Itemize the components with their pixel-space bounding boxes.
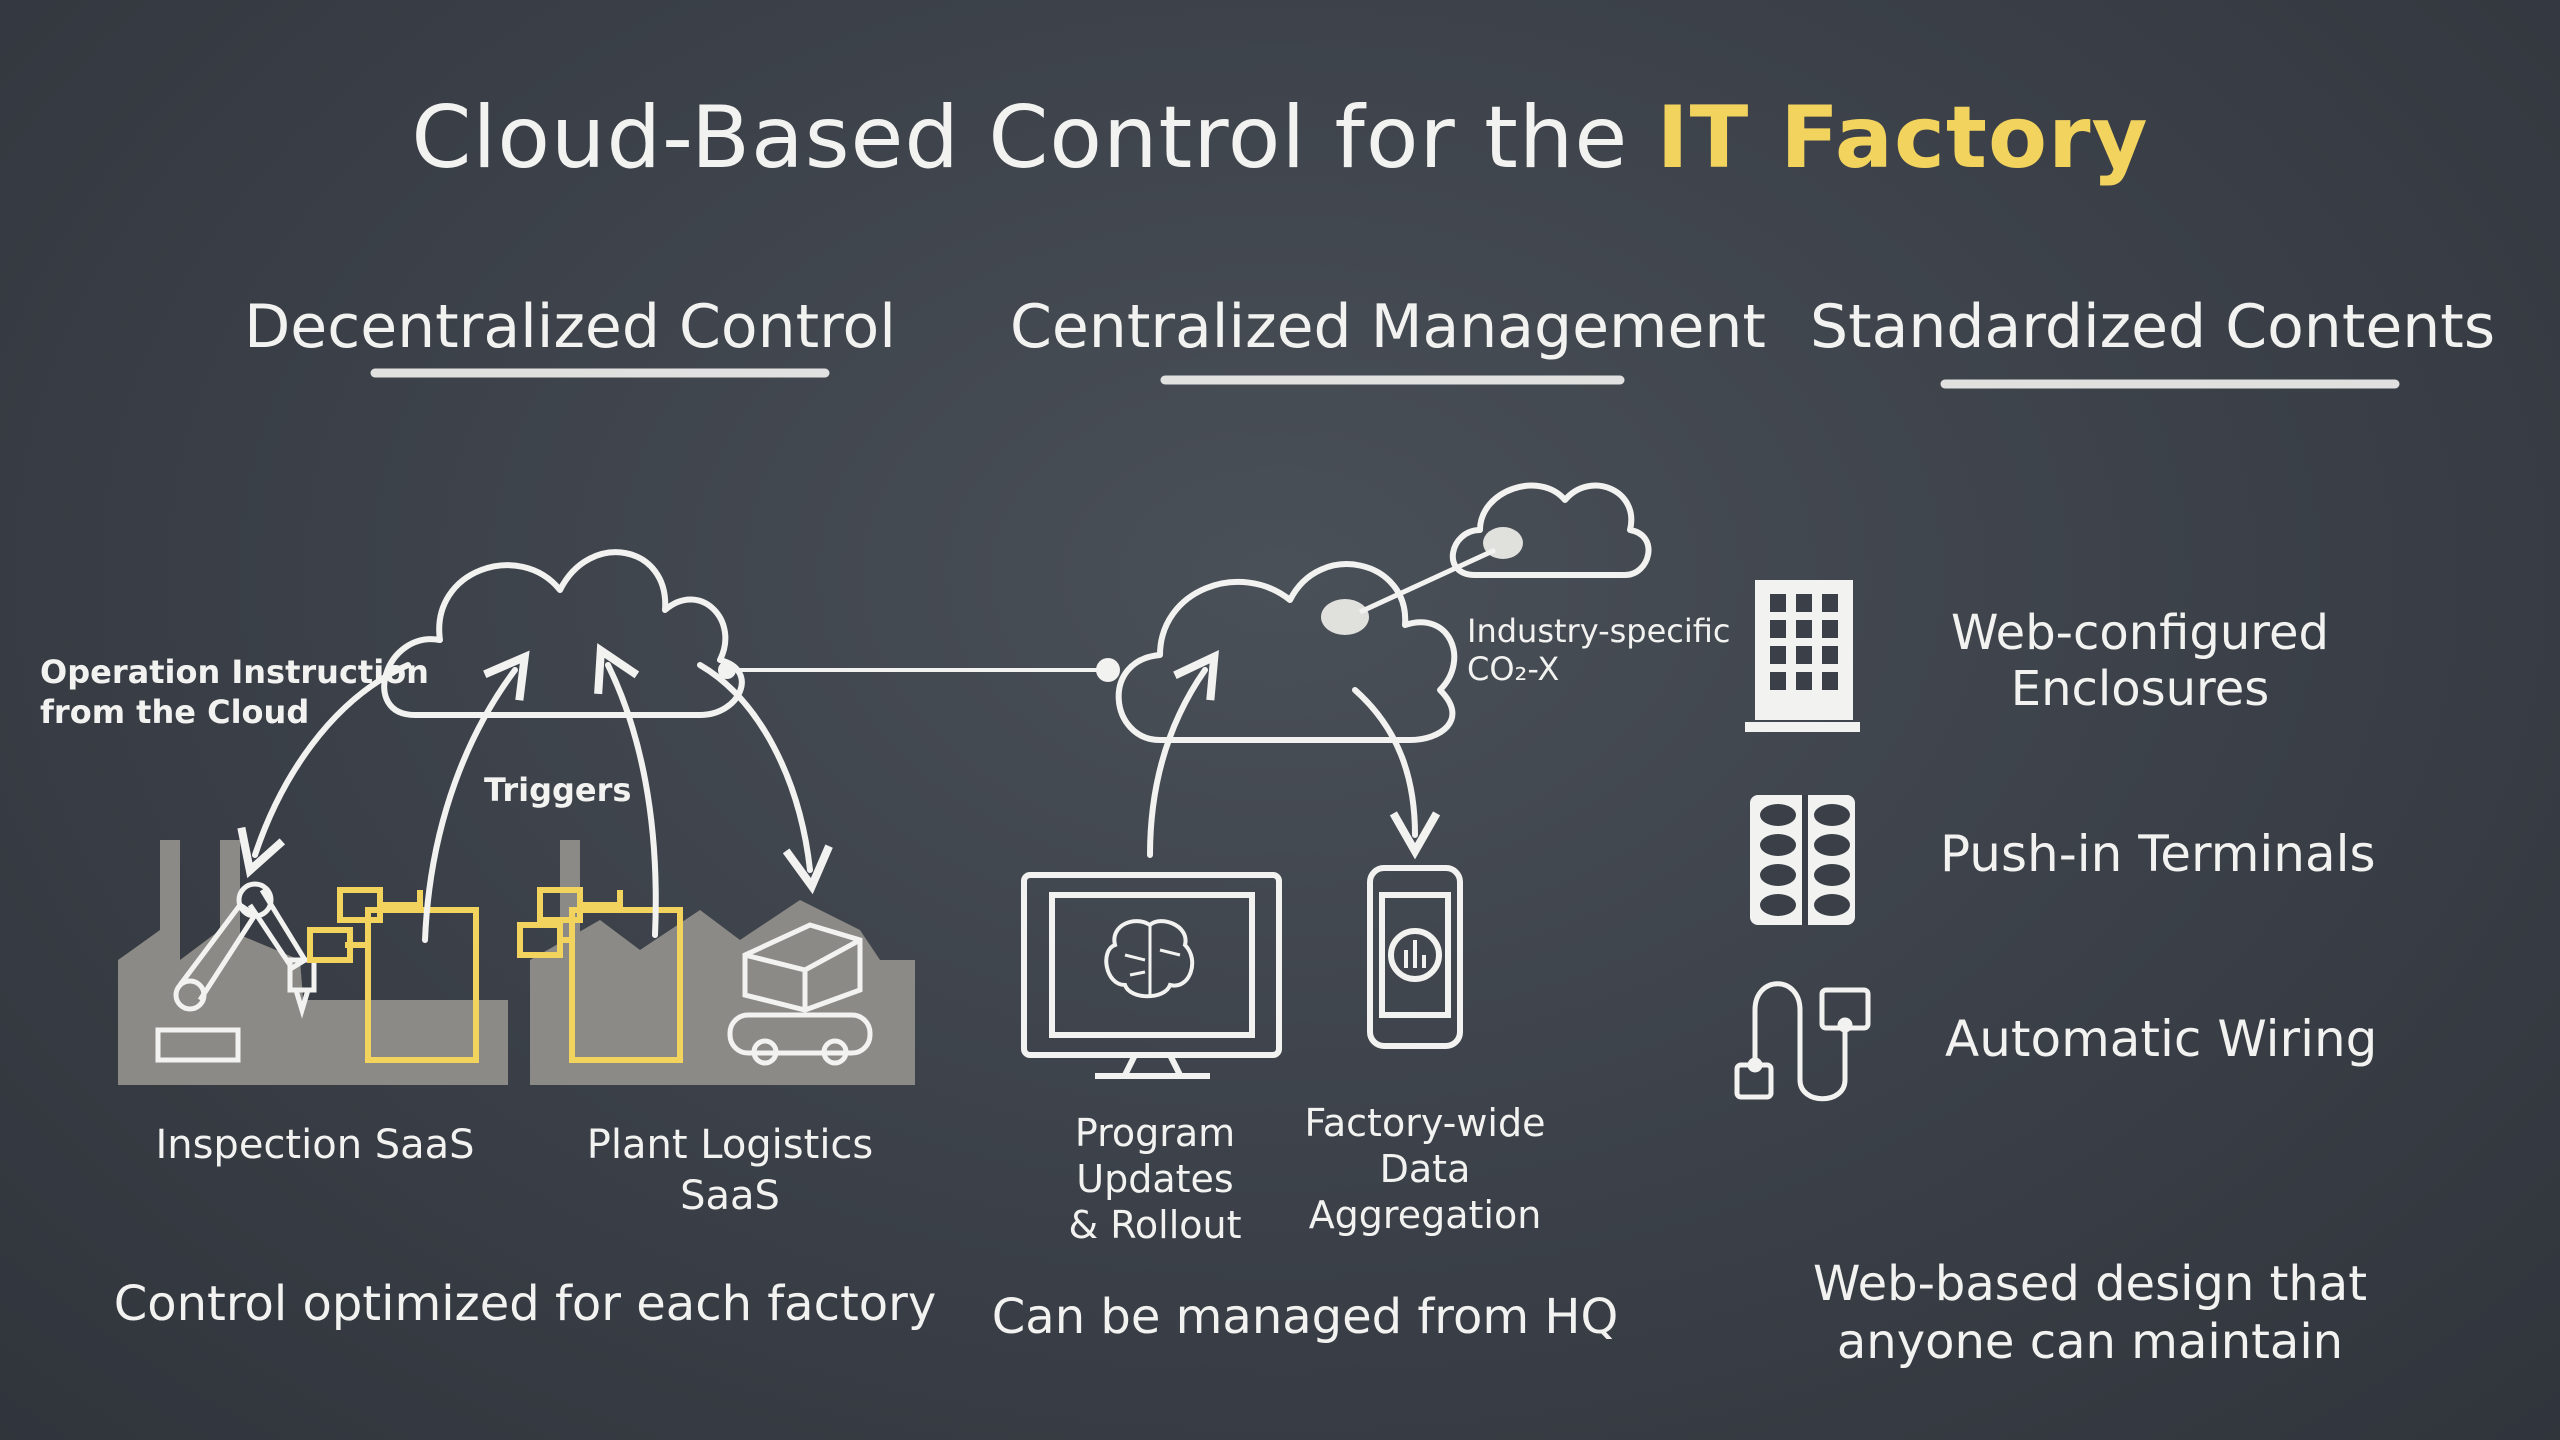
- triggers-label: Triggers: [484, 771, 632, 809]
- heading-standardized: Standardized Contents: [1810, 292, 2496, 362]
- saas-right-label: Plant Logistics SaaS: [560, 1122, 900, 1219]
- wiring-icon: [1734, 981, 1871, 1102]
- monitor-brain-icon: [1021, 872, 1282, 1079]
- operation-instruction-label: Operation Instruction from the Cloud: [40, 652, 429, 732]
- building-icon: [1745, 580, 1860, 732]
- program-line1: Program: [1074, 1111, 1236, 1155]
- caption-standardized-line1: Web-based design that: [1812, 1256, 2368, 1312]
- data-line1: Factory-wide: [1304, 1101, 1546, 1145]
- industry-line1: Industry-specific: [1467, 612, 1731, 650]
- caption-standardized: Web-based design that anyone can maintai…: [1760, 1255, 2420, 1371]
- data-aggregation-label: Factory-wide Data Aggregation: [1290, 1100, 1560, 1238]
- page-title: Cloud-Based Control for the IT Factory: [0, 88, 2560, 188]
- program-updates-label: Program Updates & Rollout: [1040, 1110, 1270, 1248]
- operation-instruction-line1: Operation Instruction: [40, 653, 429, 691]
- operation-instruction-line2: from the Cloud: [40, 693, 310, 731]
- cloud-icon: [381, 549, 745, 718]
- automatic-wiring-label: Automatic Wiring: [1945, 1010, 2378, 1068]
- heading-underlines: [370, 368, 2400, 389]
- smartphone-chart-icon: [1367, 865, 1463, 1049]
- plc-left: [307, 887, 479, 1063]
- item1-line1: Web-configured: [1951, 605, 2329, 661]
- plc-right: [517, 887, 683, 1063]
- saas-left-label: Inspection SaaS: [155, 1122, 475, 1168]
- title-highlight: IT Factory: [1656, 88, 2149, 188]
- cart-icon: [727, 922, 873, 1066]
- heading-decentralized: Decentralized Control: [244, 292, 896, 362]
- industry-label: Industry-specific CO₂-X: [1467, 612, 1731, 688]
- program-line3: & Rollout: [1068, 1203, 1242, 1247]
- item1-line2: Enclosures: [2010, 661, 2270, 717]
- caption-decentralized: Control optimized for each factory: [113, 1276, 937, 1332]
- program-line2: Updates: [1076, 1157, 1234, 1201]
- saas-right-line2: SaaS: [680, 1173, 780, 1219]
- push-in-terminals-label: Push-in Terminals: [1940, 825, 2376, 883]
- data-line2: Data: [1379, 1147, 1471, 1191]
- cloud-icon: [1449, 482, 1652, 578]
- heading-centralized: Centralized Management: [1010, 292, 1766, 362]
- title-prefix: Cloud-Based Control for the: [411, 88, 1657, 188]
- industry-line2: CO₂-X: [1467, 650, 1560, 688]
- robot-arm-icon: [155, 881, 317, 1063]
- cloud-icon: [1115, 561, 1458, 743]
- enclosures-label: Web-configured Enclosures: [1910, 605, 2370, 717]
- data-line3: Aggregation: [1308, 1193, 1542, 1237]
- terminals-icon: [1750, 795, 1855, 925]
- caption-standardized-line2: anyone can maintain: [1836, 1314, 2344, 1370]
- saas-right-line1: Plant Logistics: [586, 1122, 874, 1168]
- caption-centralized: Can be managed from HQ: [991, 1289, 1619, 1345]
